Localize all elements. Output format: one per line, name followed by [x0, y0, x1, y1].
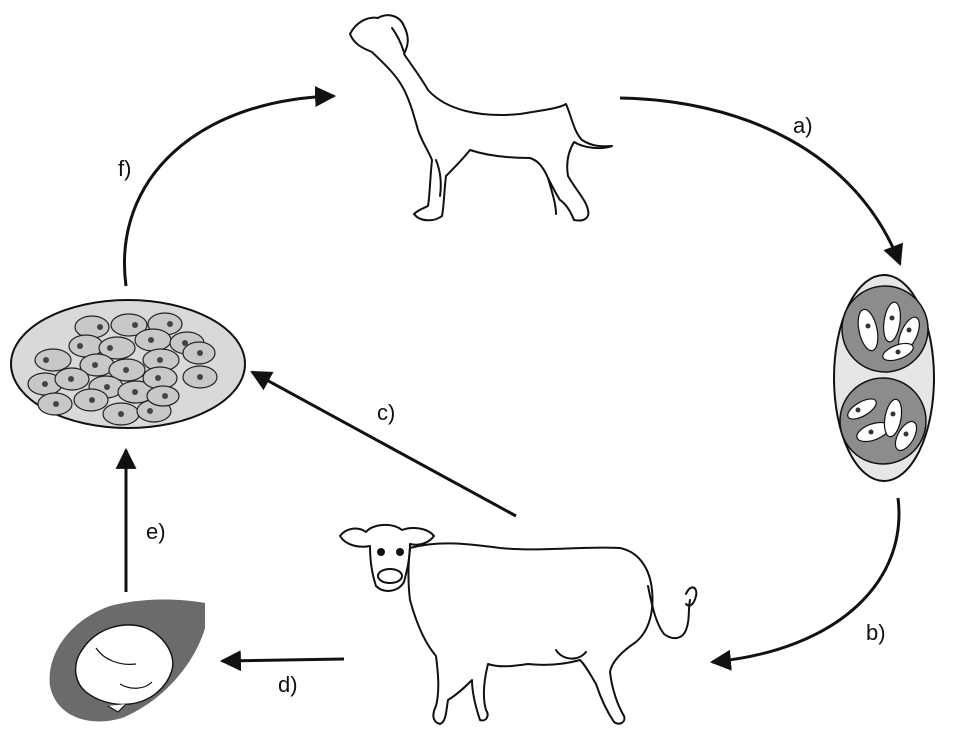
cow-illustration	[340, 525, 696, 724]
label-c: c)	[377, 400, 395, 426]
label-f: f)	[118, 156, 131, 182]
arrow-a	[620, 98, 900, 264]
arrow-d	[222, 659, 344, 661]
label-e: e)	[146, 519, 166, 545]
label-b: b)	[866, 620, 886, 646]
aborted-fetus-illustration	[50, 600, 205, 722]
label-a: a)	[793, 113, 813, 139]
tissue-cyst-illustration	[11, 300, 245, 428]
oocyst-illustration	[834, 275, 934, 481]
arrow-c	[252, 372, 516, 516]
label-d: d)	[278, 672, 298, 698]
arrow-f	[124, 96, 334, 286]
dog-illustration	[350, 15, 612, 220]
